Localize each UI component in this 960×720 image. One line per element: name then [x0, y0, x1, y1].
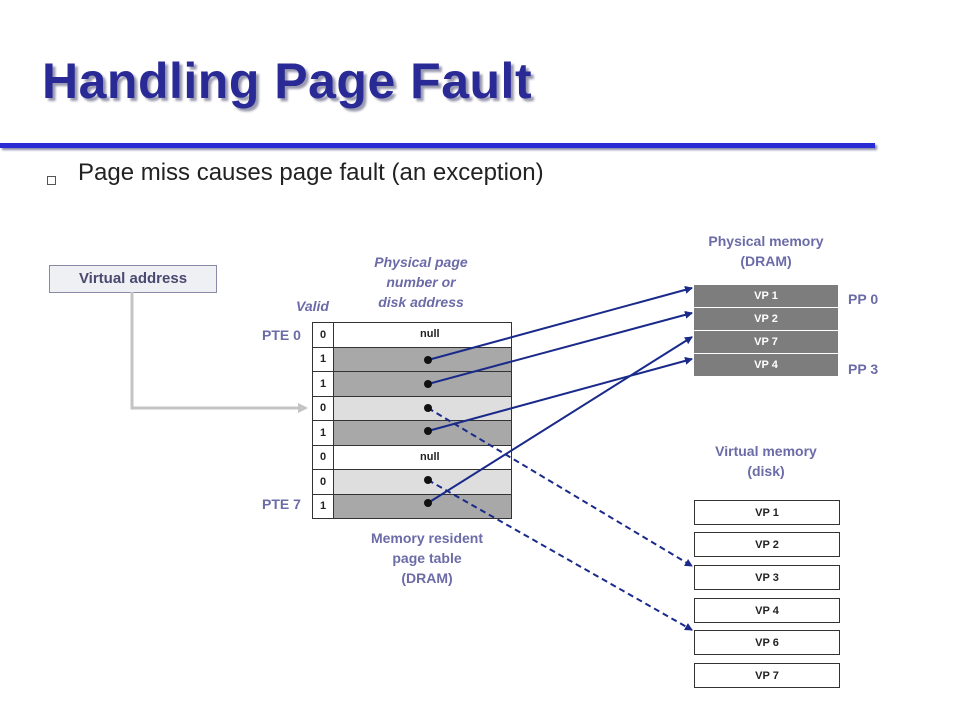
pte-address	[334, 347, 511, 371]
pointer-dot	[424, 356, 432, 364]
pte-row: 1	[313, 421, 511, 446]
physical-memory-title-line1: Physical memory	[708, 233, 824, 249]
pte-address: null	[334, 445, 511, 469]
virtual-address-box: Virtual address	[49, 265, 217, 293]
ppn-label-line2: number or	[386, 274, 456, 290]
mapping-arrow-vp4	[427, 356, 693, 432]
ppn-label-line1: Physical page	[374, 254, 468, 270]
pte-valid-bit: 1	[313, 347, 334, 371]
page-table-caption-line1: Memory resident	[370, 530, 484, 546]
pte-address: null	[334, 323, 511, 347]
pte-valid-bit: 1	[313, 372, 334, 396]
bullet-icon	[47, 176, 56, 185]
pp-last-label: PP 3	[848, 361, 879, 377]
page-table-caption-line2: page table	[392, 550, 462, 566]
disk-arrow-vp3	[427, 407, 693, 567]
pte-null-text: null	[420, 328, 440, 340]
virtual-memory-title-line2: (disk)	[747, 463, 785, 479]
pte-address	[334, 396, 511, 420]
pointer-dot	[424, 427, 432, 435]
pte-valid-bit: 0	[313, 396, 334, 420]
pointer-dot	[424, 499, 432, 507]
disk-page: VP 6	[694, 630, 840, 655]
pointer-dot	[424, 476, 432, 484]
pte-valid-bit: 0	[313, 470, 334, 494]
pte-row: 1	[313, 347, 511, 372]
disk-page: VP 3	[694, 565, 840, 590]
page-table: 0 null 1 1 0 1 0 null 0 1	[312, 322, 512, 519]
pte-row: 0 null	[313, 445, 511, 470]
disk-page: VP 2	[694, 532, 840, 557]
pte-row: 0 null	[313, 323, 511, 348]
pte-row: 0	[313, 396, 511, 421]
page-table-caption: Memory resident page table (DRAM)	[356, 528, 498, 588]
page-table-caption-line3: (DRAM)	[401, 570, 453, 586]
pte-address	[334, 372, 511, 396]
ppn-column-label: Physical page number or disk address	[360, 252, 482, 312]
pte-row: 1	[313, 494, 511, 518]
pte-null-text: null	[420, 450, 440, 463]
pte-valid-bit: 0	[313, 323, 334, 347]
pte-address	[334, 470, 511, 494]
pte-valid-bit: 0	[313, 445, 334, 469]
pte-address	[334, 494, 511, 518]
physical-page: VP 1	[694, 285, 838, 307]
pte-valid-bit: 1	[313, 494, 334, 518]
mapping-arrow-vp2	[427, 310, 693, 385]
pte-valid-bit: 1	[313, 421, 334, 445]
pte-first-label: PTE 0	[262, 327, 301, 343]
valid-column-label: Valid	[296, 298, 329, 314]
physical-memory: VP 1 VP 2 VP 7 VP 4	[694, 285, 838, 377]
ppn-label-line3: disk address	[378, 294, 464, 310]
pte-row: 0	[313, 470, 511, 495]
pointer-dot	[424, 404, 432, 412]
disk-page: VP 1	[694, 500, 840, 525]
virtual-address-arrow	[130, 292, 308, 413]
pte-row: 1	[313, 372, 511, 397]
disk-page: VP 4	[694, 598, 840, 623]
pte-address	[334, 421, 511, 445]
bullet-text: Page miss causes page fault (an exceptio…	[78, 159, 544, 186]
physical-memory-title: Physical memory (DRAM)	[694, 231, 838, 271]
pp-first-label: PP 0	[848, 291, 879, 307]
mapping-arrow-vp7	[427, 336, 693, 504]
virtual-memory-title-line1: Virtual memory	[715, 443, 817, 459]
title-underline	[0, 143, 875, 148]
virtual-memory-title: Virtual memory (disk)	[694, 441, 838, 481]
slide-title: Handling Page Fault	[42, 53, 533, 109]
physical-page: VP 4	[694, 354, 838, 376]
physical-memory-title-line2: (DRAM)	[740, 253, 792, 269]
pte-last-label: PTE 7	[262, 496, 301, 512]
physical-page: VP 7	[694, 331, 838, 353]
mapping-arrow-vp1	[427, 285, 693, 361]
disk-arrow-vp6	[427, 479, 693, 631]
physical-page: VP 2	[694, 308, 838, 330]
disk-page: VP 7	[694, 663, 840, 688]
pointer-dot	[424, 380, 432, 388]
